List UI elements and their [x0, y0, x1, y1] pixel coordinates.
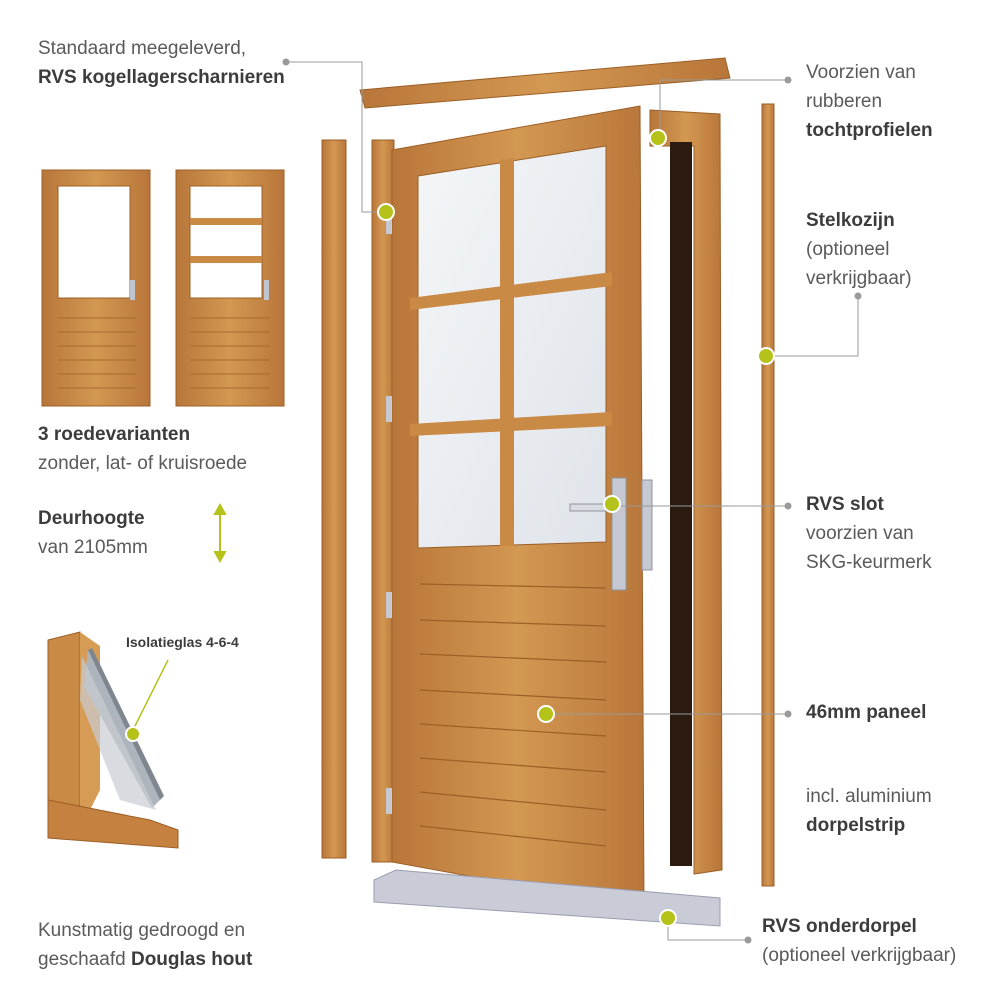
callout-draught-line3: tochtprofielen	[806, 120, 933, 141]
callout-lock-line2: voorzien van	[806, 523, 914, 544]
glass-marker	[125, 726, 141, 742]
callout-threshold-strip-line1: incl. aluminium	[806, 786, 932, 807]
callout-threshold-strip: incl. aluminium dorpelstrip	[806, 782, 932, 840]
frame-post-right	[761, 103, 775, 887]
draught-strip	[670, 142, 692, 866]
threshold-sill	[373, 869, 721, 927]
callout-frame-line2: (optioneel	[806, 239, 890, 260]
callout-glass: Isolatieglas 4-6-4	[126, 634, 239, 650]
height-arrow-icon	[213, 502, 227, 564]
callout-markers	[377, 129, 775, 927]
callout-wood: Kunstmatig gedroogd en geschaafd Douglas…	[38, 916, 252, 974]
callout-wood-line2a: geschaafd	[38, 949, 131, 970]
callout-variants: 3 roedevarianten zonder, lat- of kruisro…	[38, 420, 247, 478]
callout-frame-line3: verkrijgbaar)	[806, 268, 912, 289]
door-jamb-left	[371, 139, 395, 863]
callout-frame-line1: Stelkozijn	[806, 210, 895, 231]
door-jamb-right	[649, 109, 723, 875]
callout-height-line2: van 2105mm	[38, 537, 148, 558]
callout-panel-line1: 46mm paneel	[806, 702, 927, 723]
callout-variants-line2: zonder, lat- of kruisroede	[38, 453, 248, 474]
callout-sill-line2: (optioneel verkrijgbaar)	[762, 945, 957, 966]
callout-threshold-strip-line2: dorpelstrip	[806, 815, 906, 836]
callout-hinges: Standaard meegeleverd, RVS kogellagersch…	[38, 34, 285, 92]
callout-sill-line1: RVS onderdorpel	[762, 916, 917, 937]
callout-height-line1: Deurhoogte	[38, 508, 145, 529]
main-door-leaf	[386, 105, 653, 909]
callout-draught-line1: Voorzien van	[806, 62, 916, 83]
callout-wood-line2b: Douglas hout	[130, 949, 253, 970]
callout-lock-line1: RVS slot	[806, 494, 884, 515]
frame-top-beam	[359, 57, 731, 109]
frame-post-left	[321, 139, 347, 859]
callout-draught: Voorzien van rubberen tochtprofielen	[806, 58, 933, 145]
callout-variants-line1: 3 roedevarianten	[38, 424, 191, 445]
door-variant-plain	[41, 169, 151, 407]
glass-section-illustration	[47, 631, 179, 849]
callout-sill: RVS onderdorpel (optioneel verkrijgbaar)	[762, 912, 956, 970]
callout-lock: RVS slot voorzien van SKG-keurmerk	[806, 490, 932, 577]
door-variant-bars	[175, 169, 285, 407]
leader-lines	[286, 61, 859, 941]
callout-hinges-line1: Standaard meegeleverd,	[38, 38, 247, 59]
callout-height: Deurhoogte van 2105mm	[38, 504, 148, 562]
callout-lock-line3: SKG-keurmerk	[806, 552, 932, 573]
callout-wood-line1: Kunstmatig gedroogd en	[38, 920, 246, 941]
callout-hinges-line2: RVS kogellagerscharnieren	[38, 67, 285, 88]
callout-frame: Stelkozijn (optioneel verkrijgbaar)	[806, 206, 912, 293]
callout-draught-line2: rubberen	[806, 91, 883, 112]
callout-panel: 46mm paneel	[806, 698, 926, 727]
